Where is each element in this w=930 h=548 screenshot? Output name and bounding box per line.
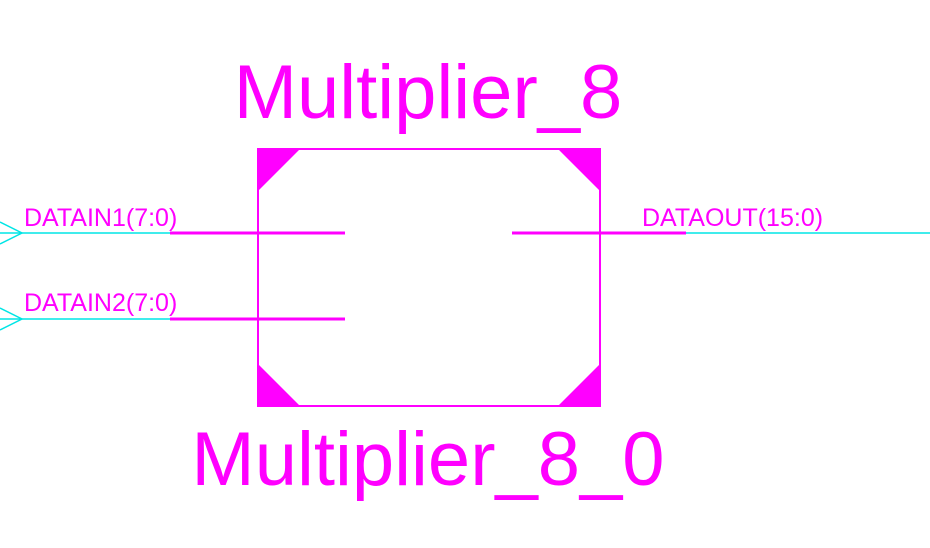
corner-marker-bottom-left xyxy=(258,364,300,406)
port-dataout[interactable]: DATAOUT(15:0) xyxy=(512,204,930,235)
port-label-datain1: DATAIN1(7:0) xyxy=(24,204,177,232)
block-type-title: Multiplier_8 xyxy=(234,50,623,135)
multiplier-block[interactable] xyxy=(257,148,601,407)
block-outline xyxy=(257,148,601,407)
corner-marker-top-right xyxy=(558,149,600,191)
corner-marker-bottom-right xyxy=(558,364,600,406)
port-label-dataout: DATAOUT(15:0) xyxy=(642,204,823,232)
port-label-datain2: DATAIN2(7:0) xyxy=(24,289,177,317)
block-instance-name: Multiplier_8_0 xyxy=(191,417,664,502)
corner-marker-top-left xyxy=(258,149,300,191)
port-datain2[interactable]: DATAIN2(7:0) xyxy=(0,289,345,331)
port-datain1[interactable]: DATAIN1(7:0) xyxy=(0,204,345,245)
